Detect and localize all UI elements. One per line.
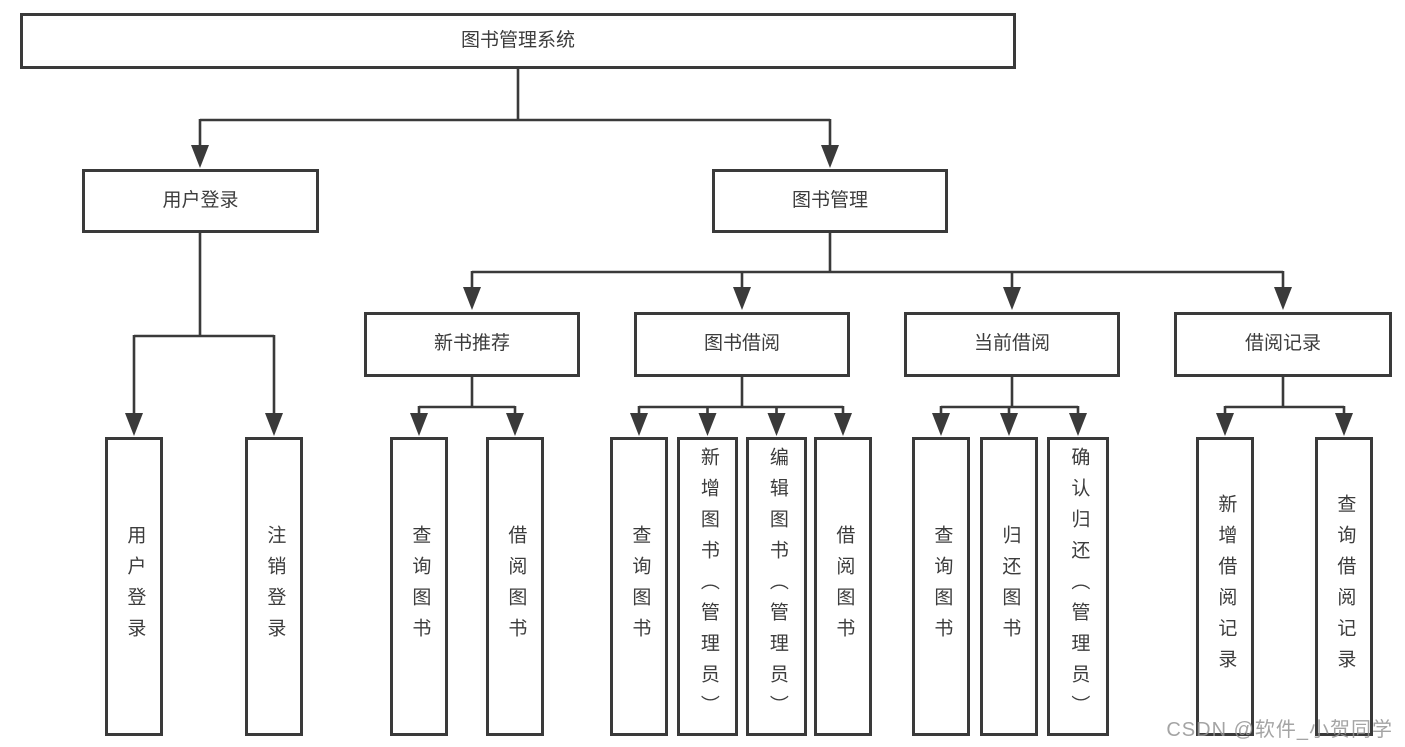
leaf-borrow-borrow-books: 借阅图书 — [814, 437, 872, 736]
node-borrow-records: 借阅记录 — [1174, 312, 1392, 377]
node-current-borrow: 当前借阅 — [904, 312, 1120, 377]
node-root: 图书管理系统 — [20, 13, 1016, 69]
leaf-borrow-query-books: 查询图书 — [610, 437, 668, 736]
leaf-records-query-record: 查询借阅记录 — [1315, 437, 1373, 736]
node-book-management: 图书管理 — [712, 169, 948, 233]
leaf-user-login: 用户登录 — [105, 437, 163, 736]
leaf-current-return-books: 归还图书 — [980, 437, 1038, 736]
leaf-borrow-add-books-admin: 新增图书（管理员） — [677, 437, 738, 736]
node-new-book-recommend: 新书推荐 — [364, 312, 580, 377]
leaf-records-add-record: 新增借阅记录 — [1196, 437, 1254, 736]
leaf-recommend-borrow-books: 借阅图书 — [486, 437, 544, 736]
node-book-borrow: 图书借阅 — [634, 312, 850, 377]
node-user-login: 用户登录 — [82, 169, 319, 233]
leaf-borrow-edit-books-admin: 编辑图书（管理员） — [746, 437, 807, 736]
leaf-recommend-query-books: 查询图书 — [390, 437, 448, 736]
leaf-logout: 注销登录 — [245, 437, 303, 736]
leaf-current-confirm-return-admin: 确认归还（管理员） — [1047, 437, 1109, 736]
leaf-current-query-books: 查询图书 — [912, 437, 970, 736]
